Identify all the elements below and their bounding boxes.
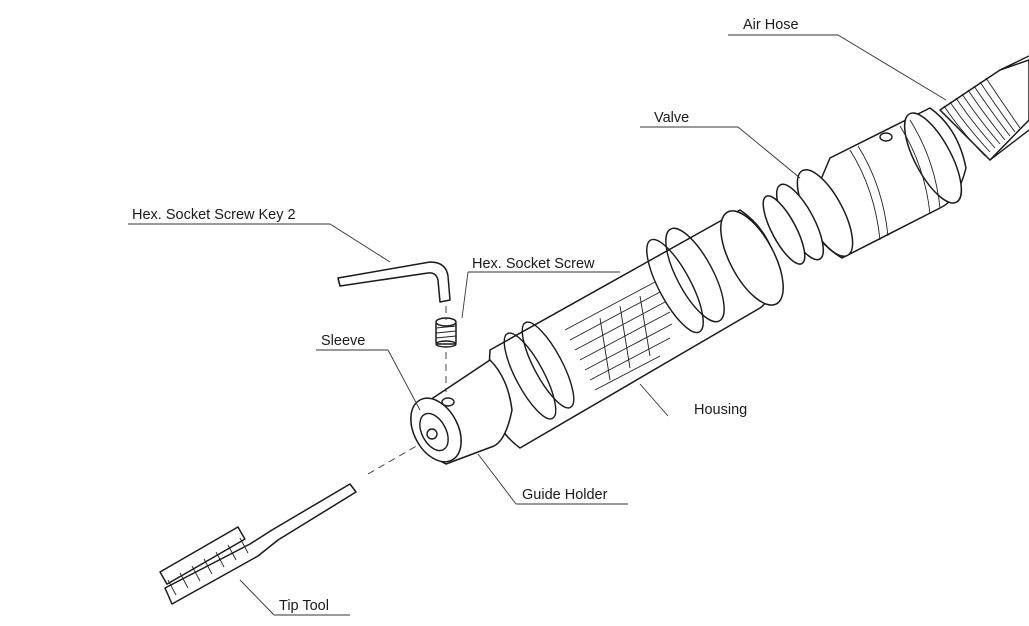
tip-tool-part — [159, 483, 357, 605]
axis-line-tip — [367, 443, 421, 475]
label-sleeve: Sleeve — [321, 333, 365, 349]
label-housing: Housing — [694, 402, 747, 418]
air-hose-part — [939, 55, 1029, 161]
leader-lines — [128, 34, 947, 616]
label-air-hose: Air Hose — [743, 17, 799, 33]
guide-holder-part — [410, 359, 513, 465]
label-valve: Valve — [654, 110, 689, 126]
label-hex-key: Hex. Socket Screw Key 2 — [132, 207, 296, 223]
label-hex-screw: Hex. Socket Screw — [472, 256, 595, 272]
hex-socket-screw-part — [435, 317, 457, 348]
label-guide-holder: Guide Holder — [522, 487, 608, 503]
hex-key-part — [337, 261, 451, 303]
label-tip-tool: Tip Tool — [279, 598, 329, 614]
valve-part — [762, 107, 967, 265]
housing-part — [487, 209, 784, 449]
